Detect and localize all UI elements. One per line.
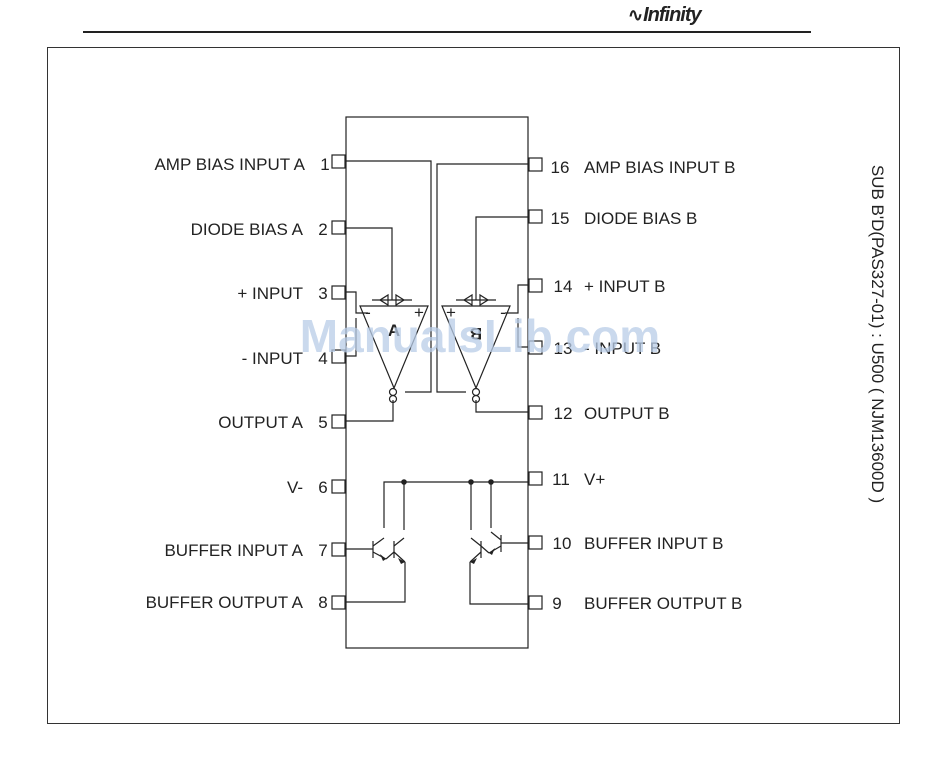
pin-box-2 [332,221,345,234]
pin-label-4: - INPUT [242,349,303,368]
pin-number-12: 12 [554,404,573,423]
pin-label-5: OUTPUT A [218,413,303,432]
junction-dot [468,479,474,485]
pin-box-14 [529,279,542,292]
pin-number-3: 3 [318,284,327,303]
pin-label-14: + INPUT B [584,277,665,296]
junction-dot [488,479,494,485]
pin-label-11: V+ [584,470,605,489]
pin-label-12: OUTPUT B [584,404,670,423]
pin-number-15: 15 [551,209,570,228]
pin-box-7 [332,543,345,556]
pin-box-1 [332,155,345,168]
pin-label-7: BUFFER INPUT A [164,541,303,560]
pin-label-2: DIODE BIAS A [191,220,304,239]
junction-dot [401,479,407,485]
pin-box-10 [529,536,542,549]
pin-number-11: 11 [552,470,570,489]
pin-label-3: + INPUT [237,284,303,303]
side-label: SUB B'D(PAS327-01) : U500 ( NJM13600D ) [868,165,887,503]
pin-label-15: DIODE BIAS B [584,209,697,228]
pin-box-6 [332,480,345,493]
pin-label-16: AMP BIAS INPUT B [584,158,735,177]
pin-number-16: 16 [551,158,570,177]
pin-box-16 [529,158,542,171]
left-pin-boxes [332,155,345,609]
pin-number-7: 7 [318,541,327,560]
pin-box-5 [332,415,345,428]
pin-label-6: V- [287,478,303,497]
pin-box-11 [529,472,542,485]
pin-number-14: 14 [554,277,573,296]
pin-box-15 [529,210,542,223]
left-pin-labels: AMP BIAS INPUT A 1 DIODE BIAS A 2 + INPU… [146,155,330,612]
pin-box-9 [529,596,542,609]
transistor-arrows [380,548,495,564]
pin-box-8 [332,596,345,609]
pin-number-1: 1 [320,155,329,174]
pin-label-9: BUFFER OUTPUT B [584,594,742,613]
internal-wiring [346,161,529,604]
pin-label-10: BUFFER INPUT B [584,534,723,553]
pin-number-6: 6 [318,478,327,497]
pin-number-9: 9 [552,594,561,613]
pin-label-1: AMP BIAS INPUT A [154,155,305,174]
right-pin-boxes [529,158,542,609]
right-pin-labels: 16 AMP BIAS INPUT B 15 DIODE BIAS B 14 +… [551,158,743,613]
pin-number-2: 2 [318,220,327,239]
pin-number-10: 10 [553,534,572,553]
pin-box-12 [529,406,542,419]
watermark-text: ManualsLib.com [300,310,660,362]
pin-box-3 [332,286,345,299]
pin-number-5: 5 [318,413,327,432]
pin-number-8: 8 [318,593,327,612]
pin-label-8: BUFFER OUTPUT A [146,593,304,612]
